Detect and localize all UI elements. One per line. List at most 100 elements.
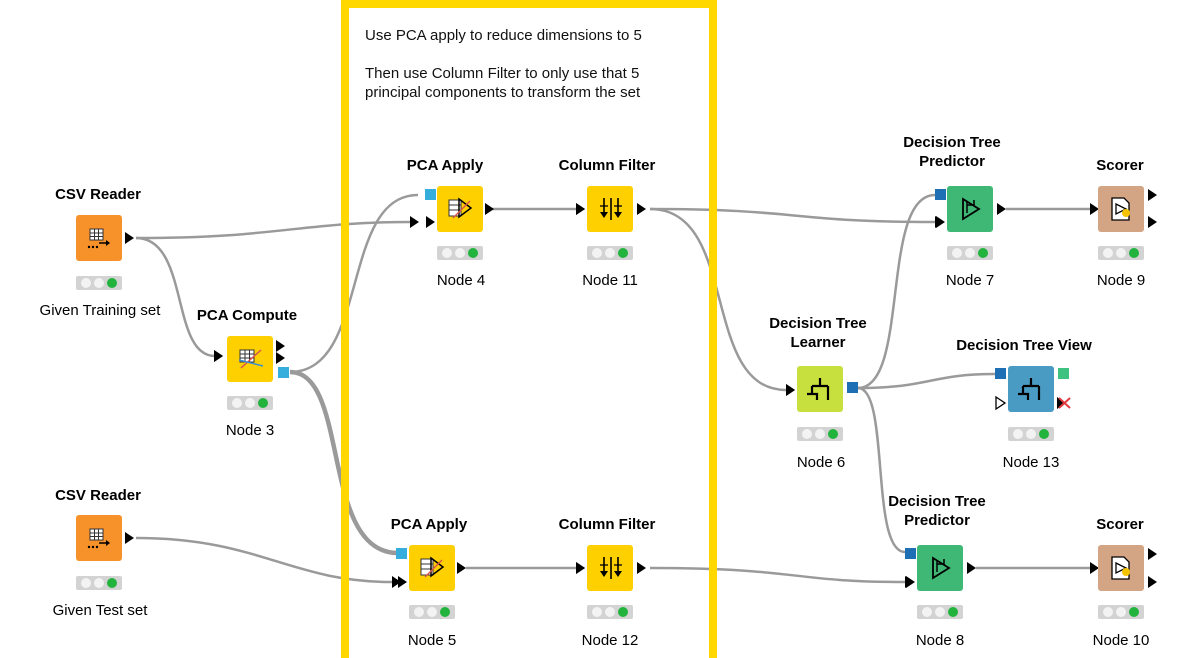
filter-icon — [600, 198, 622, 220]
inactive-output-port[interactable] — [1056, 396, 1072, 415]
output-port[interactable] — [1148, 548, 1157, 560]
node-label[interactable]: Given Training set — [39, 302, 161, 319]
node-label[interactable]: Given Test set — [52, 602, 148, 619]
output-port[interactable] — [125, 232, 134, 244]
predict-icon — [932, 556, 951, 580]
csv-reader-icon[interactable] — [76, 515, 122, 561]
node-label[interactable]: Node 9 — [1096, 272, 1146, 289]
decision-tree-predictor-icon[interactable] — [947, 186, 993, 232]
wire-csv2-pca-apply2 — [135, 536, 393, 584]
input-port[interactable] — [786, 384, 795, 396]
node-title: Column Filter — [558, 516, 656, 533]
output-port[interactable] — [276, 352, 285, 364]
node-label[interactable]: Node 5 — [407, 632, 457, 649]
node-title: CSV Reader — [55, 487, 141, 504]
status-lights — [587, 605, 633, 619]
column-filter-icon[interactable] — [587, 186, 633, 232]
node-title: PCA Apply — [390, 516, 468, 533]
inactive-port-x-icon — [1057, 397, 1071, 409]
output-port[interactable] — [637, 562, 646, 574]
status-lights — [1098, 605, 1144, 619]
status-lights — [947, 246, 993, 260]
output-port[interactable] — [997, 203, 1006, 215]
output-port[interactable] — [125, 532, 134, 544]
tree-icon — [1018, 378, 1041, 400]
pca-apply-icon — [448, 197, 473, 219]
pca-apply-icon[interactable] — [409, 545, 455, 591]
output-port[interactable] — [637, 203, 646, 215]
csv-reader-icon[interactable] — [76, 215, 122, 261]
decision-tree-learner-icon[interactable] — [797, 366, 843, 412]
node-label[interactable]: Node 8 — [915, 632, 965, 649]
status-lights — [437, 246, 483, 260]
node-label[interactable]: Node 3 — [225, 422, 275, 439]
model-input-port[interactable] — [995, 368, 1006, 379]
input-port[interactable] — [576, 562, 585, 574]
pca-compute-icon[interactable] — [227, 336, 273, 382]
annotation-line-3: principal components to transform the se… — [365, 84, 641, 101]
input-port[interactable] — [576, 203, 585, 215]
decision-tree-view-icon[interactable] — [1008, 366, 1054, 412]
node-label[interactable]: Node 11 — [582, 272, 638, 289]
tree-icon — [807, 378, 830, 400]
status-lights — [227, 396, 273, 410]
model-input-port[interactable] — [935, 189, 946, 200]
wire-colfilter1-dt-learner — [649, 207, 787, 392]
wire-colfilter2-dt-pred2 — [649, 566, 906, 584]
input-port[interactable] — [906, 576, 915, 588]
annotation-text: Use PCA apply to reduce dimensions to 5 … — [365, 26, 642, 102]
pca-apply-icon[interactable] — [437, 186, 483, 232]
model-output-port[interactable] — [847, 382, 858, 393]
node-title: PCA Compute — [196, 307, 298, 324]
pca-apply-icon — [420, 556, 445, 578]
status-lights — [409, 605, 455, 619]
view-output-port[interactable] — [1058, 368, 1069, 379]
optional-input-port[interactable] — [995, 395, 1007, 415]
workflow-annotation[interactable]: Use PCA apply to reduce dimensions to 5 … — [341, 0, 717, 658]
output-port[interactable] — [457, 562, 466, 574]
input-port[interactable] — [398, 576, 407, 588]
wire-dt-learner-dt-view — [857, 372, 996, 390]
node-label[interactable]: Node 12 — [581, 632, 639, 649]
output-port[interactable] — [485, 203, 494, 215]
filter-icon — [600, 557, 622, 579]
input-port[interactable] — [936, 216, 945, 228]
wire-dt-learner-dt-pred2 — [857, 386, 906, 554]
node-label[interactable]: Node 13 — [1002, 454, 1060, 471]
node-label[interactable]: Node 6 — [796, 454, 846, 471]
decision-tree-predictor-icon[interactable] — [917, 545, 963, 591]
input-port[interactable] — [426, 216, 435, 228]
status-lights — [587, 246, 633, 260]
output-port[interactable] — [1148, 216, 1157, 228]
node-title: CSV Reader — [55, 186, 141, 203]
output-port[interactable] — [276, 340, 285, 352]
output-port[interactable] — [1148, 189, 1157, 201]
status-lights — [917, 605, 963, 619]
node-title: Column Filter — [558, 157, 656, 174]
node-label[interactable]: Node 7 — [945, 272, 995, 289]
node-title: Decision Tree View — [956, 337, 1092, 354]
scorer-icon[interactable] — [1098, 545, 1144, 591]
node-label[interactable]: Node 10 — [1092, 632, 1150, 649]
node-title: Decision Tree Predictor — [888, 493, 986, 529]
pca-model-input-port[interactable] — [425, 189, 436, 200]
scorer-icon — [1111, 197, 1130, 221]
node-title: PCA Apply — [406, 157, 484, 174]
wire-pca-compute-pca-apply2 — [289, 369, 399, 556]
node-label[interactable]: Node 4 — [436, 272, 486, 289]
predict-icon — [962, 197, 981, 221]
pca-model-input-port[interactable] — [396, 548, 407, 559]
scorer-icon[interactable] — [1098, 186, 1144, 232]
node-title: Scorer — [1096, 516, 1144, 533]
status-lights — [76, 276, 122, 290]
output-port[interactable] — [1148, 576, 1157, 588]
node-title: Decision Tree Predictor — [903, 134, 1001, 170]
pca-compute-icon — [238, 349, 264, 369]
column-filter-icon[interactable] — [587, 545, 633, 591]
pca-model-output-port[interactable] — [278, 367, 289, 378]
input-port[interactable] — [214, 350, 223, 362]
table-arrow-icon — [87, 228, 110, 249]
wire-colfilter1-dt-pred1 — [649, 207, 936, 224]
output-port[interactable] — [967, 562, 976, 574]
model-input-port[interactable] — [905, 548, 916, 559]
